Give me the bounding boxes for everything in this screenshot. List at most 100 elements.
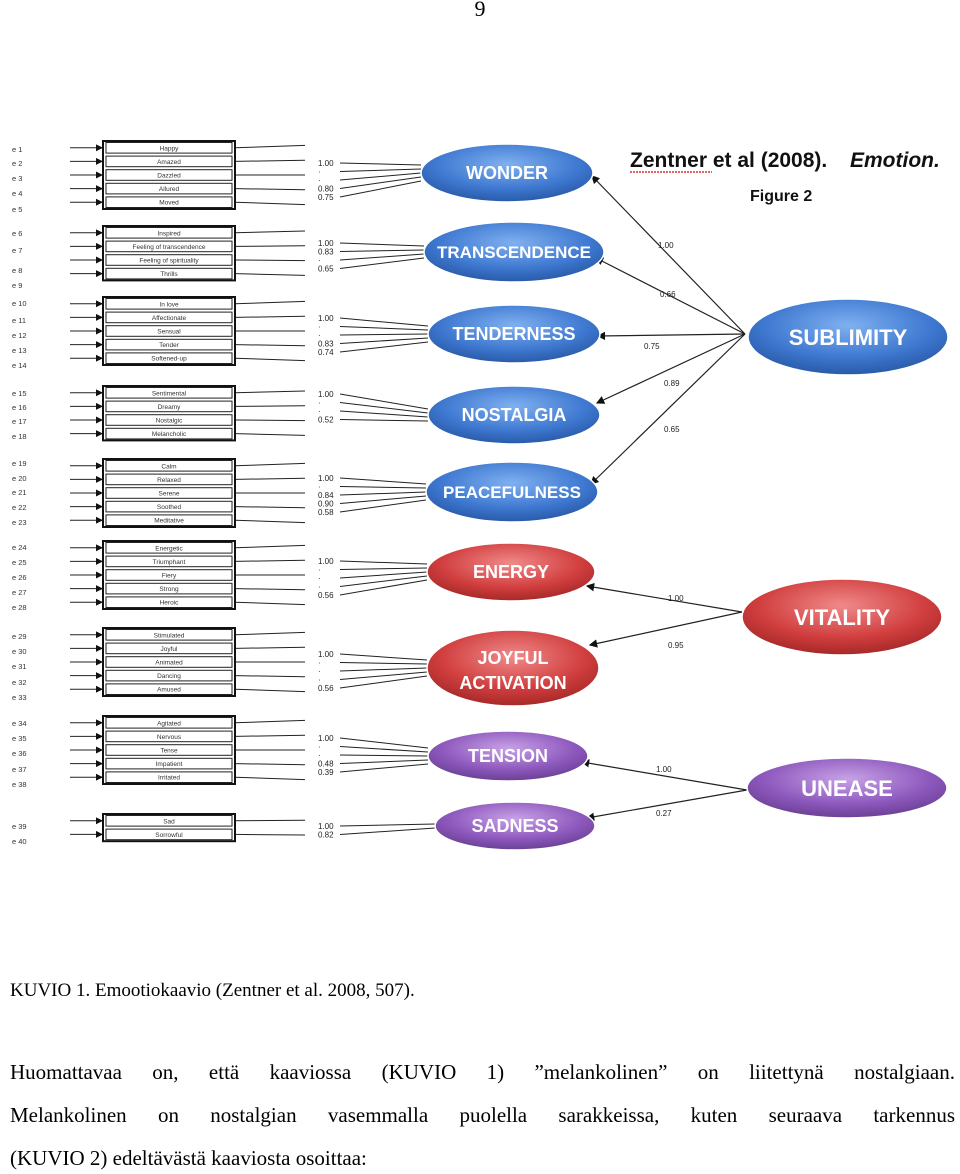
item-box bbox=[105, 352, 233, 364]
loading-value: · bbox=[318, 256, 321, 265]
item-label: Thrills bbox=[160, 271, 178, 278]
error-label: e 11 bbox=[12, 316, 26, 325]
error-label: e 27 bbox=[12, 588, 27, 597]
item-label: Dazzled bbox=[157, 173, 181, 180]
item-label: Heroic bbox=[160, 600, 180, 607]
factor-line bbox=[339, 168, 422, 172]
loading-value: 0.82 bbox=[318, 831, 334, 840]
loading-line bbox=[234, 588, 306, 591]
factor-ellipse bbox=[427, 304, 601, 364]
error-label: e 21 bbox=[12, 488, 27, 497]
item-box bbox=[105, 414, 233, 426]
item-label: Inspired bbox=[157, 230, 181, 237]
item-box bbox=[105, 828, 233, 841]
second-order-path bbox=[585, 789, 748, 821]
error-label: e 3 bbox=[12, 174, 22, 183]
loading-value: · bbox=[318, 583, 321, 592]
error-label: e 4 bbox=[12, 189, 22, 198]
second-order-name: UNEASE bbox=[801, 776, 893, 801]
item-label: Nostalgic bbox=[156, 418, 183, 425]
item-box bbox=[105, 254, 233, 266]
factor-line bbox=[339, 341, 429, 353]
item-label: Allured bbox=[159, 186, 180, 193]
error-label: e 36 bbox=[12, 749, 27, 758]
error-label: e 29 bbox=[12, 632, 27, 641]
factor-line bbox=[339, 662, 428, 665]
factor-line bbox=[339, 737, 429, 749]
factor-name: TRANSCENDENCE bbox=[437, 243, 591, 262]
loading-value: 0.58 bbox=[318, 508, 334, 517]
item-label: Amazed bbox=[157, 159, 181, 166]
error-label: e 14 bbox=[12, 361, 27, 370]
loading-value: 0.39 bbox=[318, 768, 334, 777]
item-label: Affectionate bbox=[152, 315, 187, 322]
loading-value: · bbox=[318, 676, 321, 685]
item-box bbox=[105, 596, 233, 609]
error-label: e 12 bbox=[12, 331, 27, 340]
factor-ellipse bbox=[426, 629, 600, 707]
factor-ellipse bbox=[427, 385, 601, 445]
second-order-path bbox=[591, 175, 746, 335]
error-label: e 13 bbox=[12, 346, 27, 355]
loading-line bbox=[234, 763, 306, 766]
item-label: Soothed bbox=[157, 504, 182, 511]
loading-value: 1.00 bbox=[318, 650, 334, 659]
factor-line bbox=[339, 823, 436, 827]
loading-line bbox=[234, 390, 306, 394]
factor-ellipse bbox=[420, 143, 594, 203]
item-box bbox=[105, 815, 233, 827]
item-box bbox=[105, 717, 233, 729]
factor-line bbox=[339, 653, 428, 661]
item-box bbox=[105, 142, 233, 154]
loading-value: 0.80 bbox=[318, 185, 334, 194]
loading-value: · bbox=[318, 743, 321, 752]
item-box bbox=[105, 757, 233, 770]
path-coefficient: 1.00 bbox=[658, 241, 674, 250]
second-order-path bbox=[588, 611, 743, 648]
error-label: e 10 bbox=[12, 299, 27, 308]
item-box bbox=[105, 325, 233, 337]
second-order-ellipse bbox=[746, 757, 948, 819]
item-box bbox=[105, 196, 233, 208]
item-label: Strong bbox=[159, 586, 179, 593]
loading-value: · bbox=[318, 574, 321, 583]
error-label: e 6 bbox=[12, 229, 22, 238]
item-label: Tense bbox=[160, 748, 178, 755]
item-box bbox=[105, 629, 233, 641]
loading-value: · bbox=[318, 751, 321, 760]
error-label: e 22 bbox=[12, 503, 27, 512]
loading-value: · bbox=[318, 331, 321, 340]
factor-line bbox=[339, 759, 429, 764]
factor-ellipse bbox=[427, 730, 589, 782]
loading-value: 1.00 bbox=[318, 474, 334, 483]
loading-value: 0.83 bbox=[318, 340, 334, 349]
factor-line bbox=[339, 253, 425, 261]
item-box bbox=[105, 240, 233, 253]
item-label: Energetic bbox=[155, 545, 183, 552]
loading-value: 0.65 bbox=[318, 265, 334, 274]
loading-value: · bbox=[318, 483, 321, 492]
loading-value: 0.90 bbox=[318, 500, 334, 509]
item-label: Sad bbox=[163, 818, 175, 825]
loading-line bbox=[234, 405, 306, 407]
item-box bbox=[105, 473, 233, 486]
factor-line bbox=[339, 675, 428, 689]
path-coefficient: 0.66 bbox=[660, 290, 676, 299]
factor-line bbox=[339, 317, 429, 327]
error-label: e 16 bbox=[12, 403, 27, 412]
loading-line bbox=[234, 601, 306, 606]
paragraph-line-2: Melankolinen on nostalgian vasemmalla pu… bbox=[10, 1103, 955, 1127]
factor-ellipse bbox=[425, 461, 599, 523]
loading-line bbox=[234, 559, 306, 562]
factor-line bbox=[339, 477, 427, 485]
item-label: Serene bbox=[159, 491, 180, 498]
loading-value: 0.84 bbox=[318, 491, 334, 500]
factor-line bbox=[339, 667, 428, 672]
second-order-ellipse bbox=[747, 298, 949, 376]
factor-line bbox=[339, 827, 436, 835]
emotion-diagram: e 1e 2e 3e 4e 5e 6e 7e 8e 9e 10e 11e 12e… bbox=[12, 140, 949, 851]
error-label: e 9 bbox=[12, 281, 22, 290]
paragraph-line-1: Huomattavaa on, että kaaviossa (KUVIO 1)… bbox=[10, 1060, 955, 1084]
path-coefficient: 0.89 bbox=[664, 379, 680, 388]
item-box bbox=[105, 730, 233, 743]
